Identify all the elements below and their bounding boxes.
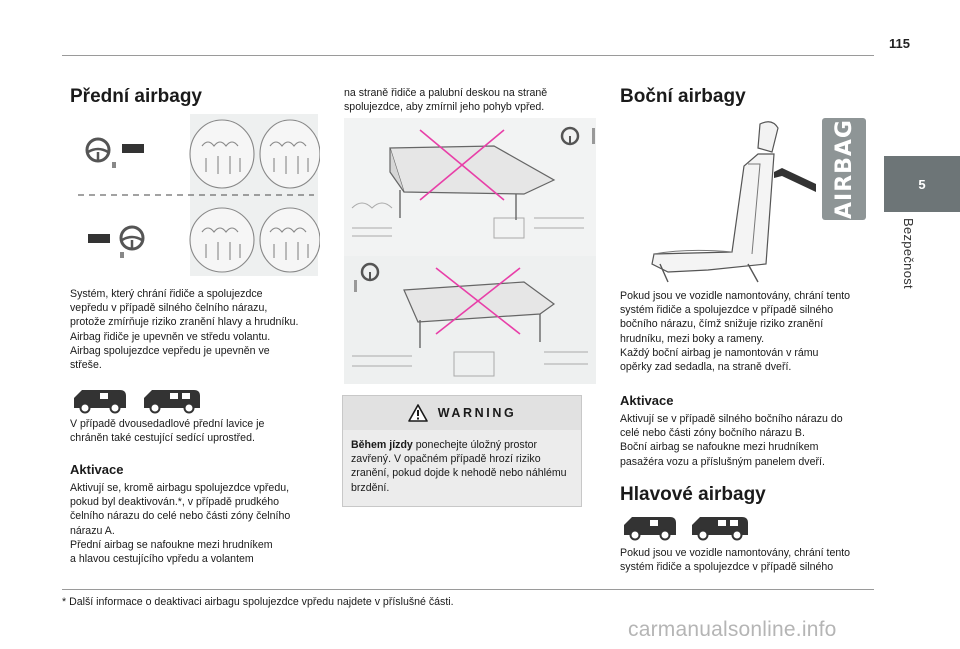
glovebox-illustration-top [344, 118, 596, 256]
section-number: 5 [918, 176, 926, 192]
middle-description: na straně řidiče a palubní deskou na str… [344, 87, 548, 114]
warning-header: WARNING [343, 396, 581, 430]
front-description: Systém, který chrání řidiče a spolujezdc… [70, 288, 299, 372]
bench-description: V případě dvousedadlové přední lavice je… [70, 418, 265, 445]
front-activation-description: Aktivují se, kromě airbagu spolujezdce v… [70, 482, 291, 566]
side-airbags-title: Boční airbagy [620, 86, 746, 107]
steering-wheel-icon-lower [119, 225, 145, 251]
van-icon-head [624, 517, 676, 541]
dashboard-airbag-icon-lower [88, 234, 110, 243]
page-number: 115 [889, 36, 910, 51]
head-airbags-title: Hlavové airbagy [620, 484, 766, 505]
section-label: Bezpečnost [901, 218, 916, 289]
steering-wheel-icon [85, 137, 111, 163]
warning-box: WARNING Během jízdy ponechejte úložný pr… [342, 395, 582, 507]
footnote: * Další informace o deaktivaci airbagu s… [62, 596, 454, 608]
front-airbag-illustration [70, 112, 320, 278]
side-description: Pokud jsou ve vozidle namontovány, chrán… [620, 290, 851, 374]
van-icon-long [144, 390, 200, 414]
van-icon [74, 390, 126, 414]
side-airbag-illustration [648, 114, 816, 284]
side-activation-description: Aktivují se v případě silného bočního ná… [620, 413, 843, 468]
airbag-badge: AIRBAG [822, 118, 866, 220]
glovebox-illustration-bottom [344, 256, 596, 384]
dashboard-airbag-icon [122, 144, 144, 153]
warning-triangle-icon [407, 404, 428, 422]
steering-wheel-icon-small-lower [360, 262, 380, 282]
warning-title: WARNING [437, 406, 517, 420]
van-icon-head-long [692, 517, 748, 541]
steering-wheel-icon-small [560, 126, 580, 146]
warning-text: Během jízdy ponechejte úložný prostor za… [351, 439, 567, 494]
front-activation-title: Aktivace [70, 462, 124, 477]
head-description: Pokud jsou ve vozidle namontovány, chrán… [620, 547, 851, 574]
top-divider [62, 55, 874, 56]
side-activation-title: Aktivace [620, 393, 674, 408]
bottom-divider [62, 589, 874, 590]
section-tab[interactable]: 5 [884, 156, 960, 212]
watermark[interactable]: carmanualsonline.info [628, 618, 837, 641]
front-airbags-title: Přední airbagy [70, 86, 202, 107]
